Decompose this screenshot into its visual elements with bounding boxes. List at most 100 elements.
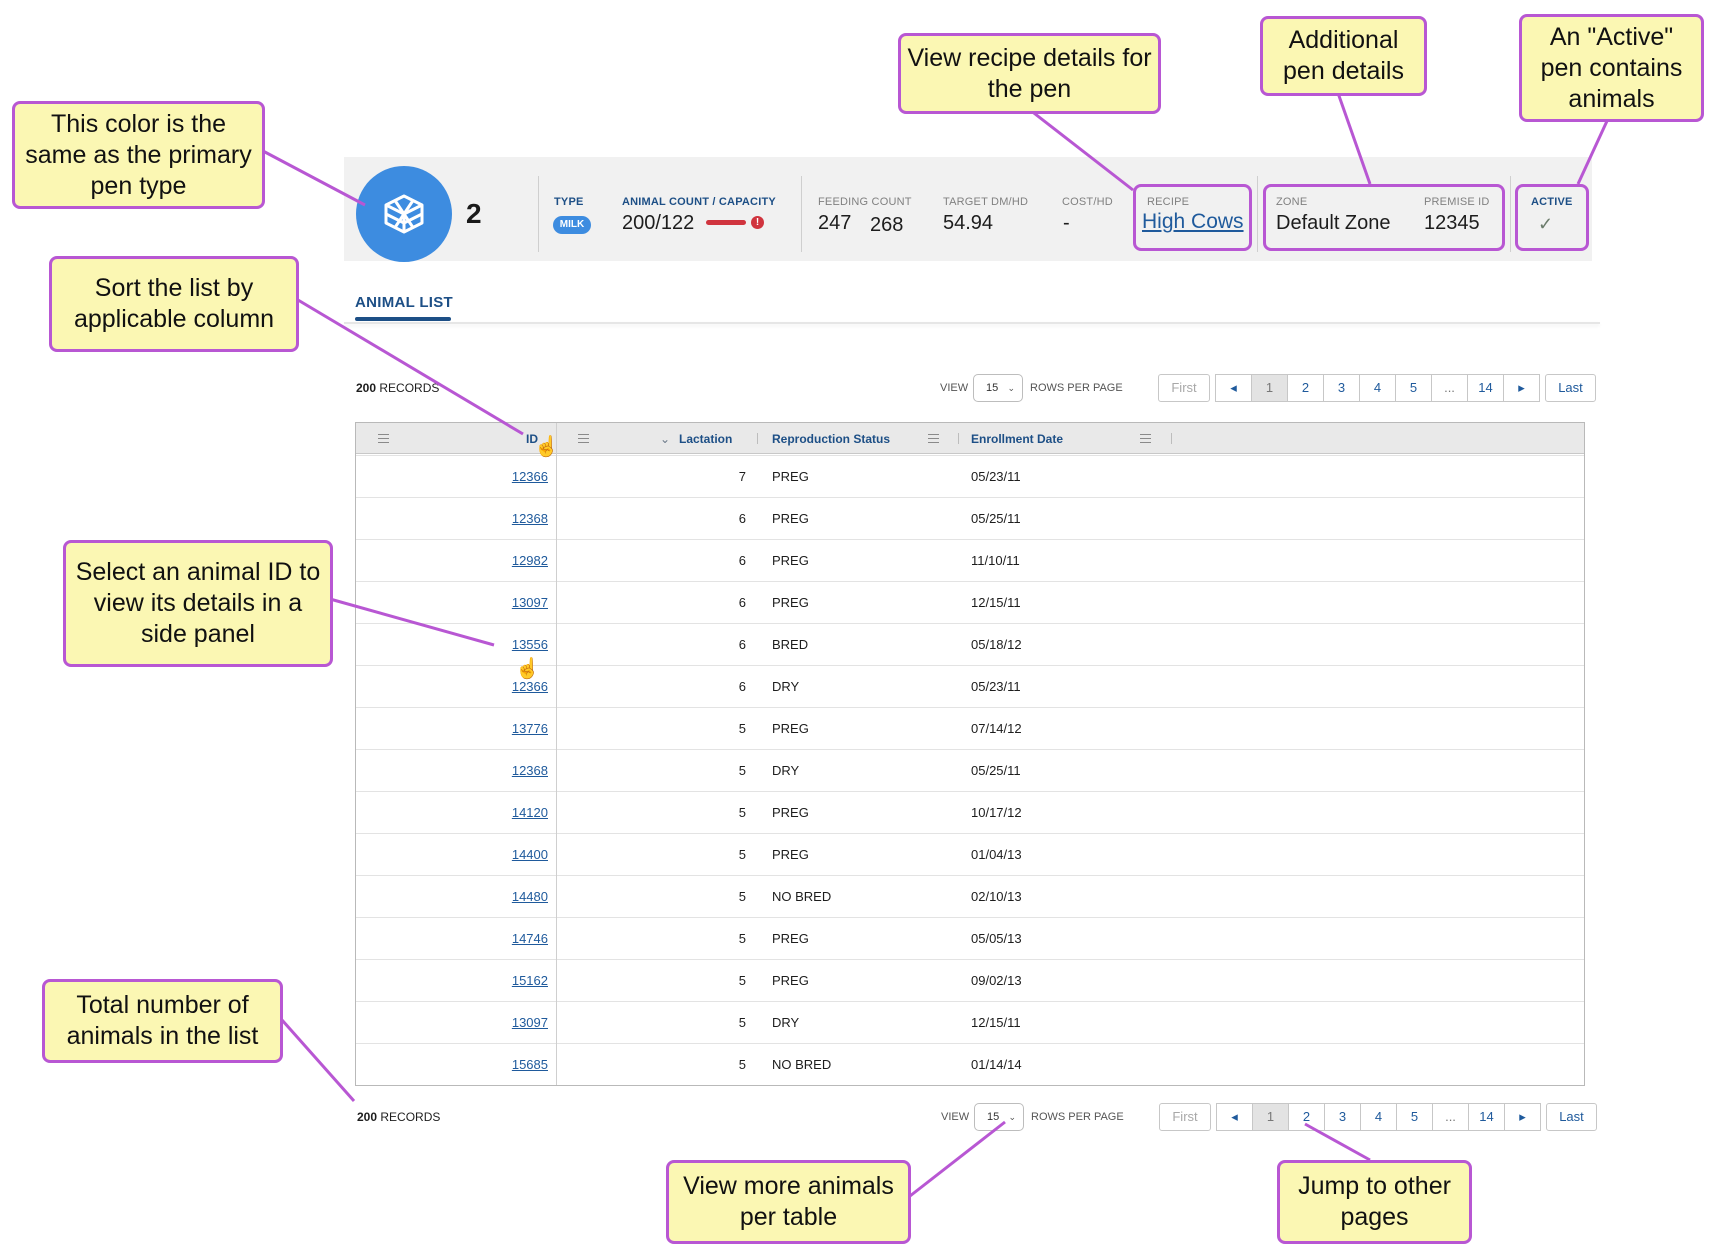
col-header-id[interactable]: ID xyxy=(526,432,538,446)
cell-animal-id[interactable]: 12368 xyxy=(511,511,548,526)
pager-page-5[interactable]: 5 xyxy=(1396,1103,1433,1131)
rows-per-page-select[interactable]: 15⌄ xyxy=(973,374,1023,402)
pen-icon xyxy=(356,166,452,262)
cell-enrollment-date: 12/15/11 xyxy=(971,595,1021,610)
cell-lactation: 6 xyxy=(738,637,746,652)
column-menu-icon[interactable] xyxy=(578,431,589,443)
cell-lactation: 5 xyxy=(738,763,746,778)
pager-page-2[interactable]: 2 xyxy=(1287,374,1324,402)
pager-page-1[interactable]: 1 xyxy=(1252,1103,1289,1131)
cell-animal-id[interactable]: 12366 xyxy=(511,679,548,694)
cell-animal-id[interactable]: 14746 xyxy=(511,931,548,946)
column-resize-handle[interactable] xyxy=(757,433,758,444)
cell-lactation: 5 xyxy=(738,1057,746,1072)
pager-page-14[interactable]: 14 xyxy=(1468,1103,1505,1131)
cell-reproduction-status: NO BRED xyxy=(772,889,832,904)
callout-sort: Sort the list by applicable column xyxy=(49,256,299,352)
tab-animal-list[interactable]: ANIMAL LIST xyxy=(355,294,454,311)
pager-next-icon[interactable]: ▸ xyxy=(1503,374,1540,402)
header-divider xyxy=(1510,176,1511,252)
active-highlight xyxy=(1515,184,1589,251)
pen-header xyxy=(344,157,1592,261)
cell-lactation: 6 xyxy=(738,553,746,568)
callout-jump: Jump to other pages xyxy=(1277,1160,1472,1244)
column-menu-icon[interactable] xyxy=(378,431,389,443)
cost-value: - xyxy=(1063,212,1070,234)
cell-animal-id[interactable]: 12982 xyxy=(511,553,548,568)
cell-enrollment-date: 07/14/12 xyxy=(971,721,1022,736)
column-resize-handle[interactable] xyxy=(958,433,959,444)
feeding-count-value: 247 xyxy=(818,212,852,234)
pager-first-button[interactable]: First xyxy=(1159,1103,1211,1131)
cell-enrollment-date: 01/04/13 xyxy=(971,847,1022,862)
animal-count-value: 200/122 xyxy=(622,212,695,234)
pager-page-1[interactable]: 1 xyxy=(1251,374,1288,402)
cell-enrollment-date: 09/02/13 xyxy=(971,973,1022,988)
cell-animal-id[interactable]: 14480 xyxy=(511,889,548,904)
cell-reproduction-status: PREG xyxy=(772,511,809,526)
pen-details-highlight xyxy=(1263,184,1505,251)
tab-active-indicator xyxy=(355,317,451,321)
cell-lactation: 5 xyxy=(738,805,746,820)
col-header-repro[interactable]: Reproduction Status xyxy=(772,432,891,446)
pager-page-4[interactable]: 4 xyxy=(1360,1103,1397,1131)
col-header-lactation[interactable]: Lactation xyxy=(679,432,733,446)
cell-enrollment-date: 05/18/12 xyxy=(971,637,1022,652)
rows-per-page-select-bottom[interactable]: 15⌄ xyxy=(974,1103,1024,1131)
pager-next-icon[interactable]: ▸ xyxy=(1504,1103,1541,1131)
cell-enrollment-date: 10/17/12 xyxy=(971,805,1022,820)
cell-animal-id[interactable]: 13097 xyxy=(511,595,548,610)
pager-last-button[interactable]: Last xyxy=(1546,1103,1597,1131)
cell-reproduction-status: PREG xyxy=(772,469,809,484)
pager-page-3[interactable]: 3 xyxy=(1323,374,1360,402)
pager-page-5[interactable]: 5 xyxy=(1395,374,1432,402)
pager-page-2[interactable]: 2 xyxy=(1288,1103,1325,1131)
pager-page-3[interactable]: 3 xyxy=(1324,1103,1361,1131)
cell-reproduction-status: DRY xyxy=(772,679,800,694)
cell-animal-id[interactable]: 13097 xyxy=(511,1015,548,1030)
pager-prev-icon[interactable]: ◂ xyxy=(1216,1103,1253,1131)
pager-page-14[interactable]: 14 xyxy=(1467,374,1504,402)
pager-last-button[interactable]: Last xyxy=(1545,374,1596,402)
callout-view-more: View more animals per table xyxy=(666,1160,911,1244)
header-divider xyxy=(801,176,802,252)
cell-enrollment-date: 11/10/11 xyxy=(971,553,1020,568)
pager-ellipsis: ... xyxy=(1432,1103,1469,1131)
active-label: ACTIVE xyxy=(1531,196,1573,208)
cell-animal-id[interactable]: 13556 xyxy=(511,637,548,652)
sort-desc-icon[interactable]: ⌄ xyxy=(660,432,671,446)
column-menu-icon[interactable] xyxy=(928,431,939,443)
animal-count-label: ANIMAL COUNT / CAPACITY xyxy=(622,196,776,208)
callout-select-id: Select an animal ID to view its details … xyxy=(63,540,333,667)
pager-page-4[interactable]: 4 xyxy=(1359,374,1396,402)
cell-enrollment-date: 02/10/13 xyxy=(971,889,1022,904)
column-menu-icon[interactable] xyxy=(1140,431,1151,443)
check-icon: ✓ xyxy=(1538,214,1554,234)
cell-animal-id[interactable]: 14120 xyxy=(511,805,548,820)
cell-animal-id[interactable]: 12366 xyxy=(511,469,548,484)
pen-type-badge: MILK xyxy=(553,216,591,234)
col-header-enrollment-date[interactable]: Enrollment Date xyxy=(971,432,1064,446)
column-resize-handle[interactable] xyxy=(1171,433,1172,444)
pager-first-button[interactable]: First xyxy=(1158,374,1210,402)
rows-per-page-label-bottom: ROWS PER PAGE xyxy=(1031,1111,1124,1123)
target-dm-value: 54.94 xyxy=(943,212,994,234)
pager-ellipsis: ... xyxy=(1431,374,1468,402)
cell-animal-id[interactable]: 15162 xyxy=(511,973,548,988)
cell-animal-id[interactable]: 15685 xyxy=(511,1057,548,1072)
cell-reproduction-status: NO BRED xyxy=(772,1057,832,1072)
pager-prev-icon[interactable]: ◂ xyxy=(1215,374,1252,402)
cell-reproduction-status: BRED xyxy=(772,637,809,652)
cell-animal-id[interactable]: 12368 xyxy=(511,763,548,778)
cell-animal-id[interactable]: 13776 xyxy=(511,721,548,736)
cell-lactation: 6 xyxy=(738,511,746,526)
recipe-link[interactable]: High Cows xyxy=(1142,210,1244,233)
cell-animal-id[interactable]: 14400 xyxy=(511,847,548,862)
cell-enrollment-date: 05/25/11 xyxy=(971,511,1021,526)
